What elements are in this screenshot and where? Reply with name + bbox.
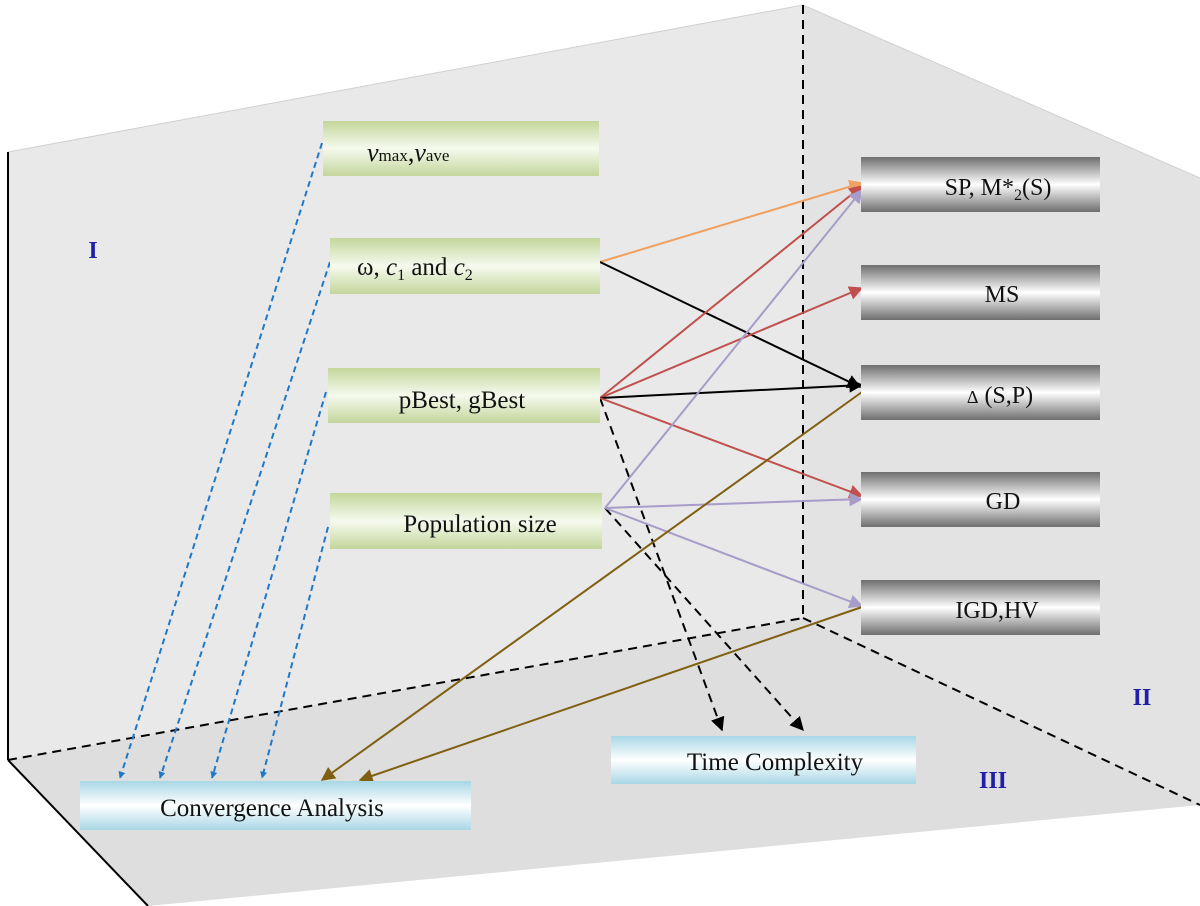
best-label: pBest, gBest: [399, 387, 525, 414]
velocity-sub-ave: ave: [426, 146, 450, 165]
svg-text:vmax,vave: vmax,vave: [367, 138, 449, 167]
region-label-1: I: [88, 238, 97, 264]
velocity-to-convergence-arrow: [118, 142, 323, 779]
coefficient-c2: c: [454, 254, 465, 281]
metric-arrows: [320, 179, 864, 783]
coefficient-c1-sub: 1: [397, 267, 405, 284]
metric-delta-text: (S,P): [978, 383, 1033, 409]
best-to-ms-arrow: [599, 286, 864, 399]
bottom-axis: [7, 759, 149, 906]
metric-gd-box: GD: [861, 472, 1100, 527]
convergence-analysis-label: Convergence Analysis: [160, 795, 384, 822]
region-label-3: III: [979, 768, 1007, 794]
metric-delta-symbol: Δ: [967, 387, 979, 407]
delta-to-convergence-arrow: [320, 391, 863, 781]
velocity-v2: v: [414, 138, 426, 167]
coefficients-to-convergence-arrow: [158, 261, 331, 779]
igd-to-convergence-arrow: [358, 606, 863, 783]
coefficient-c2-sub: 2: [465, 267, 473, 284]
metric-sp-box: SP, M*2(S): [861, 157, 1100, 212]
best-to-gd-arrow: [599, 397, 864, 499]
metric-sp-sub: 2: [1014, 187, 1022, 204]
velocity-v1: v: [367, 138, 379, 167]
svg-text:ω, c1 and c2: ω, c1 and c2: [357, 254, 473, 284]
coefficient-c1: c: [386, 254, 397, 281]
metric-igd-box: IGD,HV: [861, 580, 1100, 635]
parameter-population-box: Population size: [330, 493, 602, 549]
parameter-best-box: pBest, gBest: [328, 368, 600, 423]
coefficient-and: and: [405, 254, 454, 281]
parameter-coefficients-box: ω, c1 and c2: [330, 238, 600, 294]
population-label: Population size: [403, 511, 556, 538]
time-complexity-box: Time Complexity: [611, 736, 916, 784]
convergence-analysis-box: Convergence Analysis: [80, 781, 471, 830]
metric-ms-box: MS: [861, 265, 1100, 320]
metric-gd-label: GD: [986, 489, 1021, 515]
backdrop: [7, 4, 1200, 906]
best-to-delta-arrow: [599, 378, 864, 399]
population-to-gd-arrow: [604, 492, 864, 509]
metric-ms-label: MS: [985, 282, 1020, 308]
coefficient-omega: ω,: [357, 254, 386, 281]
metric-sp-post: (S): [1022, 175, 1051, 201]
floor-dashed-right: [802, 617, 1200, 806]
svg-text:SP, M*2(S): SP, M*2(S): [945, 175, 1052, 204]
time-complexity-label: Time Complexity: [687, 749, 864, 776]
metric-sp-pre: SP, M*: [945, 175, 1014, 201]
best-to-sp-arrow: [599, 185, 864, 399]
population-to-sp-arrow: [604, 188, 863, 509]
time-dashed-arrows: [599, 397, 804, 732]
coefficients-to-sp-arrow: [599, 179, 864, 263]
velocity-sub-max: max: [379, 146, 409, 165]
parameter-velocity-box: vmax,vave: [323, 121, 599, 176]
population-to-convergence-arrow: [260, 526, 329, 779]
metric-igd-label: IGD,HV: [955, 598, 1039, 624]
velocity-separator: ,: [408, 138, 415, 167]
population-to-time-arrow: [604, 507, 804, 732]
best-to-convergence-arrow: [210, 391, 327, 779]
convergence-dashed-arrows: [118, 142, 331, 779]
region-label-2: II: [1133, 685, 1152, 711]
svg-text:Δ (S,P): Δ (S,P): [967, 383, 1033, 409]
population-to-igd-arrow: [604, 507, 864, 609]
floor-plane: [8, 618, 1200, 906]
metric-delta-box: Δ (S,P): [861, 365, 1100, 420]
coefficients-to-delta-arrow: [599, 261, 862, 388]
